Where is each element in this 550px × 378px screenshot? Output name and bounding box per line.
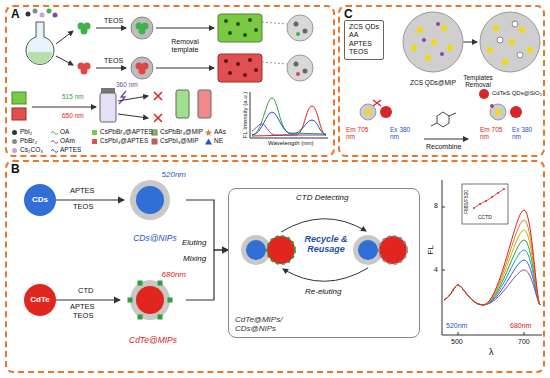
spectrum-chart-a [250,92,328,138]
node-title: B [11,163,20,177]
node-shape [398,10,468,86]
node-title: A [11,8,20,22]
text-label: Templates Removal [457,74,499,89]
text-label: FL [426,245,435,254]
process-arrow [56,199,124,200]
text-label: 500 [451,338,463,346]
synthesis-flask [26,9,58,65]
text-label: Em 705 nm [346,126,372,141]
node-text: CDs@NIPs [124,234,186,244]
text-label: APTES [70,187,95,196]
text-label: TEOS [73,203,93,212]
imprinted-particle: ZCS QDs@MIP [398,10,468,86]
text-label: CTD Detecting [296,193,348,202]
text-label: CdTeS QDs@SiO₂ [492,90,542,97]
legend-text: PbBr₂ [20,137,37,144]
legend-sample [205,138,212,145]
text-label: 4 [434,266,438,274]
node-title: ZCS QDs [349,23,379,31]
text-label: CCTD [478,215,492,221]
text-label: Ex 380 nm [512,126,538,141]
legend-text: OA [60,128,69,135]
legend-sample [91,138,98,145]
detection-cycle [241,219,407,282]
reagent-list-box: ZCS QDsAAAPTESTEOS [344,20,384,60]
node-title: Recycle & Reusage [298,234,354,255]
node-shape [120,270,186,346]
text-label: Eluting [182,238,206,247]
node-text: CdTe@MIPs [120,336,186,346]
legend-sample [51,147,58,154]
carbon-dot: CDs [24,184,56,216]
node-text: APTES [349,40,379,48]
text-label: APTES [70,303,95,312]
node-shape [124,170,186,244]
text-label: TEOS [104,57,123,65]
legend-sample [91,129,98,136]
cdte-dot: CdTe [24,284,56,316]
node-title: ZCS QDs@MIP [398,79,468,86]
spectrum-chart-b [442,180,542,335]
node-title: CdTe [30,295,49,305]
probe-cycle-box: Recycle & ReusageCdTe@MIPs/ CDs@NIPs [228,188,420,338]
legend-text: CsPbBr₃@APTES [100,128,153,135]
text-label: 520nm [446,322,467,330]
text-label: Recombine [426,143,461,151]
legend-text: NE [214,137,223,144]
text-label: Mixing [183,254,206,263]
node-text: AA [349,31,379,39]
coated-carbon-dot: 520nmCDs@NIPs [124,170,186,244]
text-label: 650 nm [62,112,84,119]
text-label: F680/F520 [464,190,470,214]
legend-text: Cs₂CO₃ [20,146,43,153]
text-label: FL Intensity (a.u.) [242,92,249,138]
legend-text: AAs [214,128,226,135]
text-label: λ [489,347,494,357]
text-label: Em 705 nm [480,126,506,141]
text-label: CTD [78,287,93,296]
text-label: Removal template [163,38,207,54]
legend-sample [205,129,212,136]
text-label: Re-eluting [305,287,341,296]
legend-text: OAm [60,137,75,144]
legend-sample [11,147,18,154]
text-label: Ex 380 nm [390,126,416,141]
node-title: 520nm [162,170,186,179]
node-text: CdTe@MIPs/ CDs@NIPs [235,315,307,333]
legend-sample [11,138,18,145]
text-label: TEOS [73,312,93,321]
legend-sample [11,129,18,136]
legend-text: CsPbBr₃@MIP [160,128,203,135]
process-arrow [56,299,120,300]
imprinted-cdte: 680nmCdTe@MIPs [120,270,186,346]
perovskite-clusters [78,17,154,79]
imprinted-particle-c [360,12,540,139]
legend-text: APTES [60,146,81,153]
porous-polymer-blocks [218,14,313,82]
legend-sample [151,138,158,145]
legend-text: PbI₂ [20,128,32,135]
legend-sample [51,129,58,136]
text-label: 360 nm [116,81,138,88]
node-title: CDs [32,195,48,205]
text-label: Wavelength (nm) [268,140,313,147]
text-label: 8 [434,202,438,210]
legend-text: CsPbI₃@APTES [100,137,148,144]
legend-sample [51,138,58,145]
sensing-scheme [12,88,211,122]
node-text: TEOS [349,48,379,56]
text-label: TEOS [104,17,123,25]
text-label: 700 [518,338,530,346]
text-label: 515 nm [62,93,84,100]
text-label: 680nm [510,322,531,330]
legend-text: CsPbI₃@MIP [160,137,199,144]
node-title: 680nm [162,270,186,279]
